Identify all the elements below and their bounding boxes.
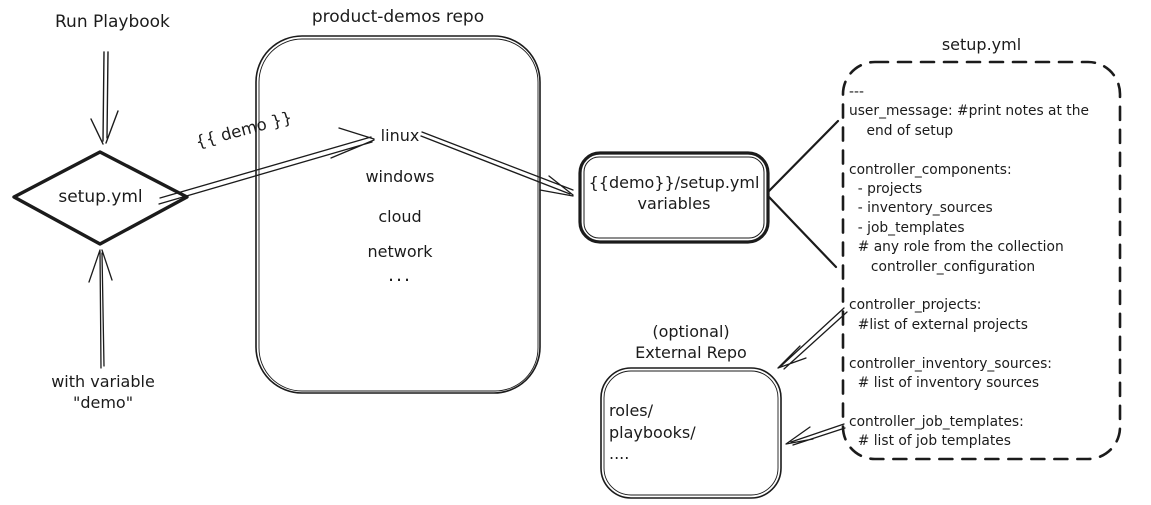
variables-box-shape-echo xyxy=(583,156,765,239)
repo-item-linux: linux xyxy=(380,126,420,145)
repo-box-shape-echo xyxy=(258,38,539,392)
demo-arrow xyxy=(158,127,375,205)
linux-to-variables-arrow xyxy=(420,131,574,197)
variables-box-label: {{demo}}/setup.yml variables xyxy=(588,173,760,213)
projects-arrow xyxy=(777,307,848,370)
run-playbook-arrow xyxy=(90,51,119,145)
with-variable-label: with variable "demo" xyxy=(51,372,155,412)
diamond-label: setup.yml xyxy=(58,187,143,207)
with-variable-arrow xyxy=(88,249,113,369)
external-repo-box-shape-echo xyxy=(603,370,779,496)
repo-title: product-demos repo xyxy=(311,7,485,27)
repo-item-ellipsis: ... xyxy=(387,264,413,286)
repo-item-network: network xyxy=(367,242,433,261)
job-templates-arrow xyxy=(785,423,846,446)
repo-box-shape xyxy=(255,35,541,394)
external-repo-content: roles/ playbooks/ .... xyxy=(609,401,696,463)
setup-yml-content: --- user_message: #print notes at the en… xyxy=(849,84,1089,450)
repo-item-cloud: cloud xyxy=(378,207,422,226)
external-repo-box-shape xyxy=(600,367,782,499)
run-playbook-label: Run Playbook xyxy=(55,12,170,32)
fan-connector-lines xyxy=(767,119,840,269)
setup-yml-title: setup.yml xyxy=(941,35,1022,54)
external-repo-title: (optional) External Repo xyxy=(635,322,747,362)
repo-item-windows: windows xyxy=(365,167,435,186)
decision-diamond-shape xyxy=(12,150,189,246)
variables-box-shape xyxy=(578,151,770,244)
